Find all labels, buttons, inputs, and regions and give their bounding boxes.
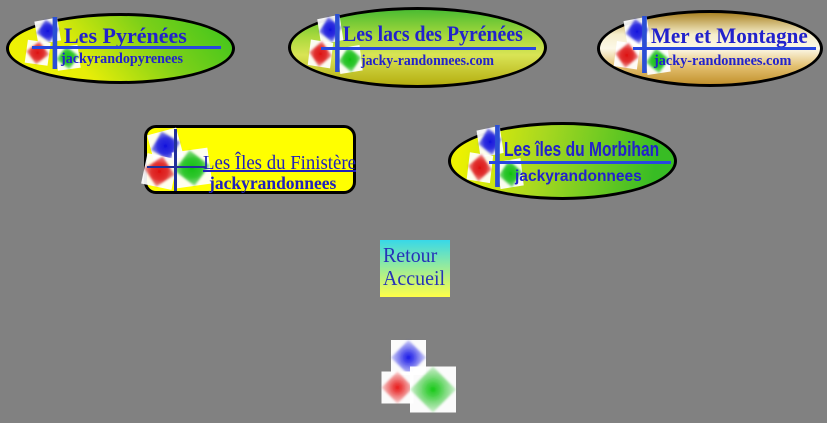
banner-title: Les Pyrénées [64, 23, 187, 48]
home-button-line1: Retour [383, 243, 438, 267]
banner-subtitle: jackyrandonnees [209, 173, 337, 193]
jacky-squares-logo-icon [378, 338, 460, 416]
divider-line [32, 46, 221, 49]
divider-line [489, 161, 671, 164]
banner-les-pyrenees[interactable]: Les Pyrénées jackyrandopyrenees [6, 13, 235, 84]
banner-les-iles-du-morbihan[interactable]: Les îles du Morbihan jackyrandonnees [448, 122, 677, 200]
divider-line [147, 166, 206, 168]
banner-subtitle: jacky-randonnees.com [654, 53, 792, 69]
jacky-cross-logo-icon [141, 127, 214, 191]
banner-les-iles-du-finistere[interactable]: Les Îles du Finistère jackyrandonnees [141, 125, 356, 194]
jacky-cross-logo-icon [466, 125, 524, 190]
home-button[interactable]: Retour Accueil [380, 240, 450, 297]
banner-title: Les lacs des Pyrénées [343, 21, 523, 46]
banner-title: Mer et Montagne [651, 23, 808, 48]
home-button-line2: Accueil [383, 266, 446, 290]
banner-les-lacs-des-pyrenees[interactable]: Les lacs des Pyrénées jacky-randonnees.c… [288, 7, 547, 88]
divider-line [321, 47, 536, 50]
banner-title: Les Îles du Finistère [203, 152, 356, 174]
banner-subtitle: jackyrandonnees [515, 168, 642, 185]
banner-subtitle: jacky-randonnees.com [361, 53, 495, 69]
divider-line [633, 47, 816, 50]
banner-subtitle: jackyrandopyrenees [61, 51, 183, 67]
jacky-cross-logo-icon [613, 16, 671, 75]
jacky-cross-logo-icon [307, 14, 363, 74]
banner-mer-et-montagne[interactable]: Mer et Montagne jacky-randonnees.com [597, 10, 823, 87]
banner-title: Les îles du Morbihan [504, 139, 660, 161]
